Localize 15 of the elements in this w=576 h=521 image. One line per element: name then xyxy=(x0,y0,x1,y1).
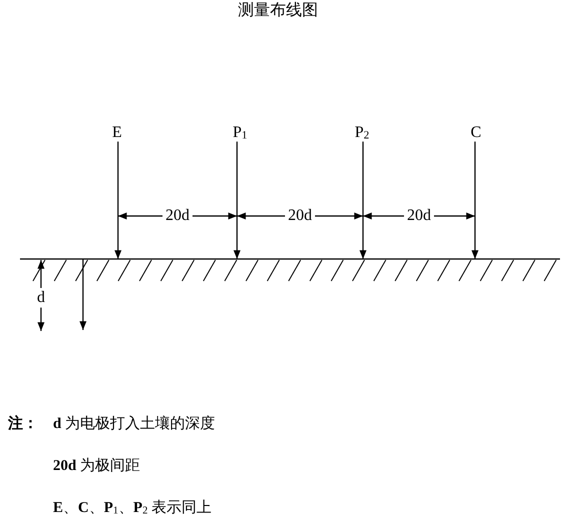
electrode-arrow xyxy=(472,142,478,259)
note-text: d 为电极打入土壤的深度 xyxy=(53,416,216,432)
electrode-label: P$_{1}$ xyxy=(232,124,248,142)
electrode-arrow xyxy=(360,142,366,259)
electrode-label: C xyxy=(470,124,482,142)
electrode-arrow xyxy=(80,259,86,330)
electrode-arrow xyxy=(114,142,122,259)
ground-surface xyxy=(20,258,560,282)
note-heading: 注： xyxy=(8,416,38,432)
electrode-label: E xyxy=(112,124,122,142)
diagram-title: 测量布线图 xyxy=(238,2,318,20)
electrode-label: P$_{2}$ xyxy=(354,124,370,142)
note-text: 20d 为极间距 xyxy=(53,458,140,474)
note-text: E、C、P$_{1}$、P$_{2}$ 表示同上 xyxy=(53,500,212,516)
electrode-arrow xyxy=(234,142,240,259)
